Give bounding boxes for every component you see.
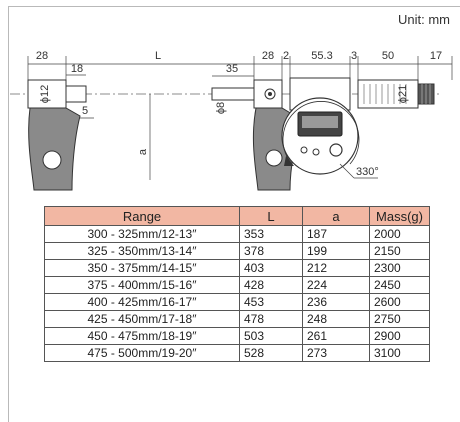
header-range: Range <box>44 206 240 226</box>
cell-mass: 2750 <box>369 310 430 328</box>
cell-range: 475 - 500mm/19-20″ <box>44 344 240 362</box>
dim-head-17: 17 <box>430 50 442 62</box>
display-button-1 <box>300 146 308 154</box>
cell-range: 425 - 450mm/17-18″ <box>44 310 240 328</box>
cell-range: 325 - 350mm/13-14″ <box>44 242 240 260</box>
unit-label: Unit: mm <box>398 12 450 27</box>
dim-phi21: ϕ21 <box>397 85 409 103</box>
dim-left-body: 28 <box>36 50 48 62</box>
cell-l: 503 <box>239 327 303 345</box>
extension-lines <box>27 56 453 80</box>
cell-mass: 2450 <box>369 276 430 294</box>
left-anvil <box>65 85 87 103</box>
cell-l: 403 <box>239 259 303 277</box>
cell-mass: 2900 <box>369 327 430 345</box>
header-a: a <box>302 206 370 226</box>
cell-a: 261 <box>302 327 370 345</box>
dim-depth: a <box>137 148 149 155</box>
cell-a: 212 <box>302 259 370 277</box>
cell-l: 528 <box>239 344 303 362</box>
dim-phi12: ϕ12 <box>39 85 51 103</box>
header-l: L <box>239 206 303 226</box>
cell-mass: 2000 <box>369 225 430 243</box>
cell-a: 224 <box>302 276 370 294</box>
header-mass: Mass(g) <box>369 206 430 226</box>
right-grip-hole <box>265 149 283 167</box>
dim-head-50: 50 <box>382 50 394 62</box>
left-grip <box>28 107 81 191</box>
dim-head-55: 55.3 <box>311 50 332 62</box>
cell-a: 248 <box>302 310 370 328</box>
spindle <box>211 87 255 101</box>
dim-left-anvil: 18 <box>71 63 83 75</box>
micrometer-drawing: 28 L 28 2 55.3 3 50 17 18 5 ϕ12 a 35 ϕ8 … <box>10 50 453 191</box>
cell-a: 187 <box>302 225 370 243</box>
cell-range: 450 - 475mm/18-19″ <box>44 327 240 345</box>
table-header-row: Range L a Mass(g) <box>44 206 430 226</box>
cell-range: 400 - 425mm/16-17″ <box>44 293 240 311</box>
cell-mass: 2300 <box>369 259 430 277</box>
cell-mass: 2150 <box>369 242 430 260</box>
frame-left-line <box>8 6 9 422</box>
dim-spindle: 35 <box>226 63 238 75</box>
left-grip-hole <box>42 150 62 170</box>
cell-range: 375 - 400mm/15-16″ <box>44 276 240 294</box>
thimble-graduations <box>363 84 407 104</box>
display-button-2 <box>312 148 320 156</box>
frame-top-line <box>8 6 460 7</box>
dim-anvil-face: 5 <box>82 105 88 117</box>
cell-a: 199 <box>302 242 370 260</box>
cell-a: 236 <box>302 293 370 311</box>
dim-length: L <box>155 50 161 62</box>
cell-l: 378 <box>239 242 303 260</box>
cell-range: 300 - 325mm/12-13″ <box>44 225 240 243</box>
dim-phi8: ϕ8 <box>215 102 227 114</box>
cell-l: 353 <box>239 225 303 243</box>
dim-head-2: 2 <box>283 50 289 62</box>
cell-mass: 2600 <box>369 293 430 311</box>
dim-head-28: 28 <box>262 50 274 62</box>
cell-range: 350 - 375mm/14-15″ <box>44 259 240 277</box>
cell-a: 273 <box>302 344 370 362</box>
cell-mass: 3100 <box>369 344 430 362</box>
rotation-arc <box>282 101 360 165</box>
display-button-main <box>329 143 343 157</box>
cell-l: 428 <box>239 276 303 294</box>
cell-l: 453 <box>239 293 303 311</box>
dim-rotation: 330° <box>356 166 379 178</box>
dim-head-3: 3 <box>351 50 357 62</box>
cell-l: 478 <box>239 310 303 328</box>
